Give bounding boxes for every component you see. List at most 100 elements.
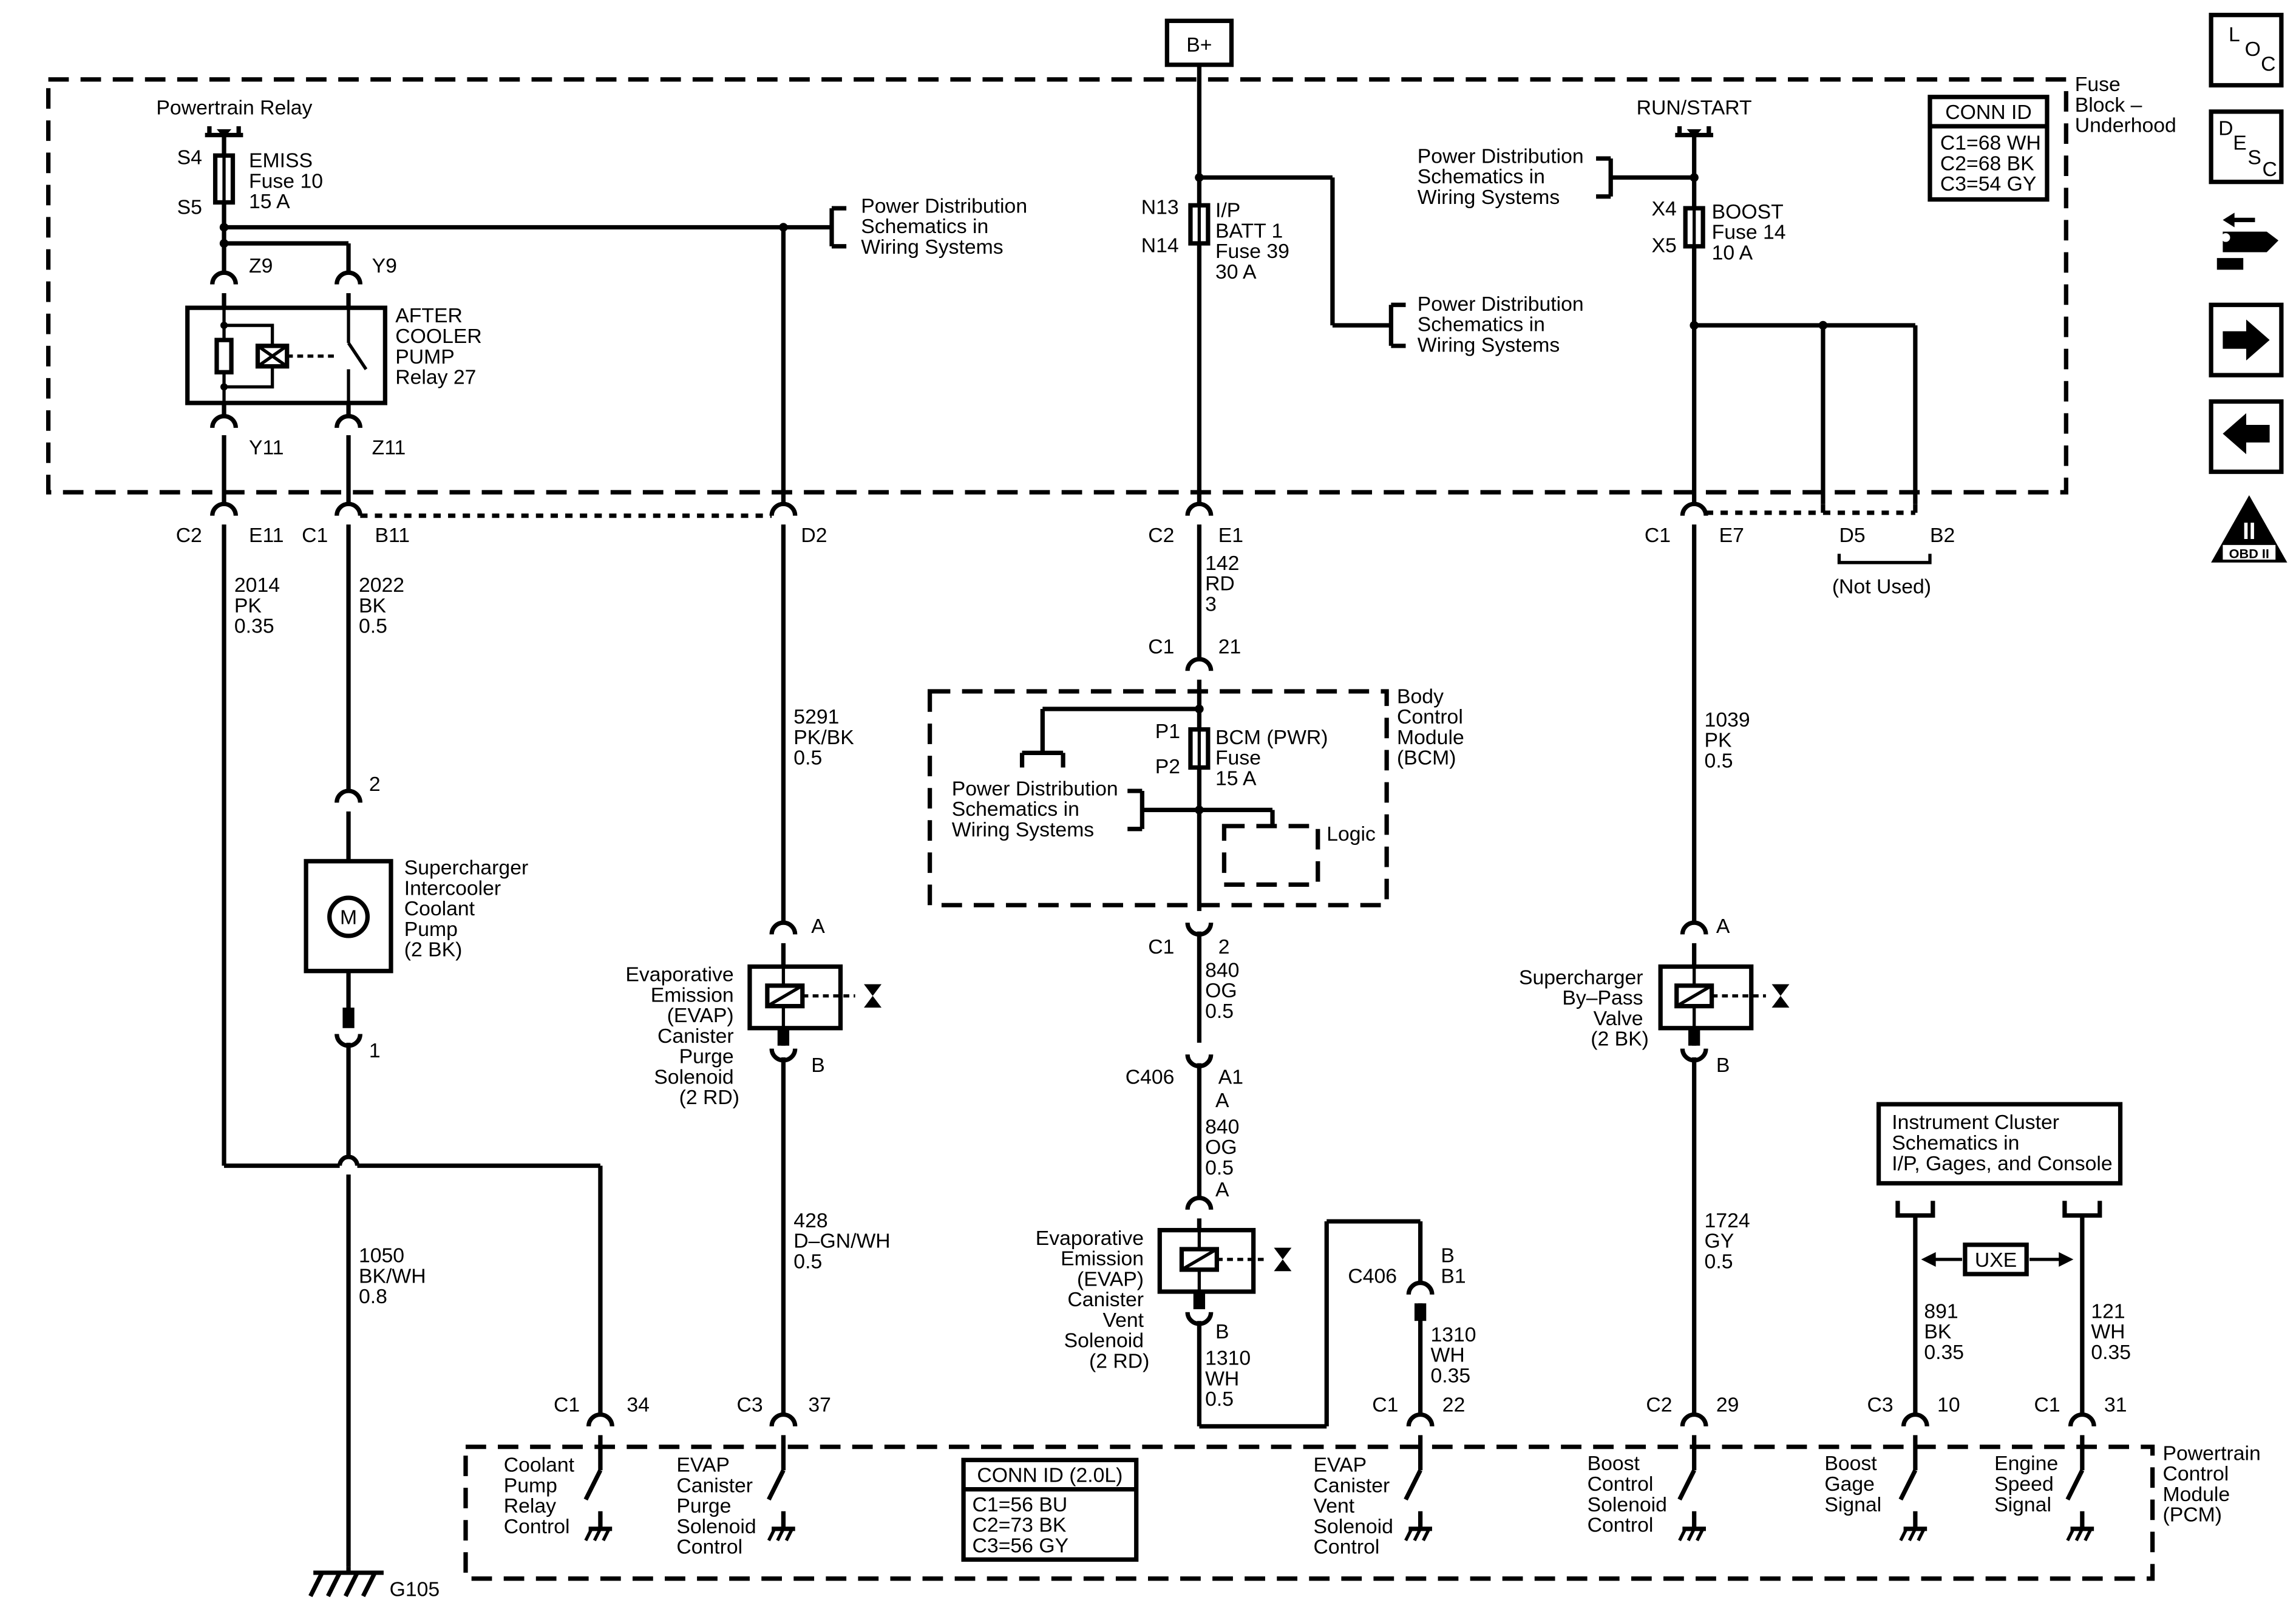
svg-text:C: C <box>2261 52 2275 75</box>
pcm-pin-purge-control <box>767 1412 798 1542</box>
conn-e1: E1 <box>1218 524 1243 547</box>
fuse-block-boundary <box>46 77 2068 495</box>
svg-text:Wiring Systems: Wiring Systems <box>1418 333 1560 356</box>
pump-pin-1: 1 <box>369 1039 381 1062</box>
svg-text:C2=68 BK: C2=68 BK <box>1940 152 2034 175</box>
svg-text:Power Distribution: Power Distribution <box>952 777 1118 800</box>
conn-c1-left: C1 <box>302 524 328 547</box>
conn-b2: B2 <box>1930 524 1955 547</box>
svg-text:Schematics in: Schematics in <box>952 798 1079 821</box>
pcm-conn-22: C1 <box>1372 1394 1398 1417</box>
fuse-block-title: Fuse Block – Underhood <box>2075 73 2176 137</box>
svg-text:Schematics in: Schematics in <box>1418 165 1545 188</box>
connector-tool-icon[interactable] <box>2211 208 2281 279</box>
pcm-label-boost: Boost Control Solenoid Control <box>1588 1452 1673 1536</box>
conn-c1-bcm-out: C1 <box>1148 935 1174 958</box>
relay-pin-y9: Y9 <box>372 254 397 277</box>
wire-1039-label: 1039 PK 0.5 <box>1705 708 1756 773</box>
pcm-pin-boost-control <box>1677 1412 1708 1542</box>
motor-icon: M <box>340 906 357 929</box>
obd-ii-icon[interactable]: OBD II II <box>2211 495 2288 563</box>
uxe-option-marker: UXE <box>1921 1242 2074 1276</box>
conn-a1: A1 <box>1218 1065 1243 1088</box>
pcm-pin-22: 22 <box>1442 1394 1466 1417</box>
bcm-fuse <box>1188 727 1211 770</box>
pcm-conn-31: C1 <box>2034 1394 2060 1417</box>
wire-5291-label: 5291 PK/BK 0.5 <box>793 705 860 770</box>
evap-vent-solenoid <box>1157 1228 1292 1294</box>
bcm-logic-label: Logic <box>1326 822 1376 846</box>
bcm-title: Body Control Module (BCM) <box>1397 685 1470 769</box>
svg-text:Power Distribution: Power Distribution <box>1418 293 1584 316</box>
pcm-label-purge: EVAP Canister Purge Solenoid Control <box>676 1454 762 1559</box>
pcm-title: Powertrain Control Module (PCM) <box>2163 1442 2267 1526</box>
wire-2014-label: 2014 PK 0.35 <box>234 574 285 638</box>
instrument-cluster-ref: Instrument Cluster Schematics in I/P, Ga… <box>1876 1102 2123 1186</box>
svg-text:E: E <box>2233 132 2247 155</box>
svg-text:L: L <box>2229 23 2240 46</box>
pcm-boundary <box>463 1445 2155 1581</box>
svg-text:CONN ID (2.0L): CONN ID (2.0L) <box>977 1464 1123 1487</box>
arrow-left-icon[interactable] <box>2209 399 2284 474</box>
pcm-pin-engine-speed <box>2065 1412 2096 1542</box>
loc-icon[interactable]: L O C <box>2209 13 2284 88</box>
wire-840b-label: 840 OG 0.5 <box>1205 1115 1245 1179</box>
svg-text:C1=56 BU: C1=56 BU <box>973 1493 1068 1516</box>
boost-fuse-pin-out: X5 <box>1651 234 1676 257</box>
svg-text:Schematics in: Schematics in <box>861 215 988 238</box>
conn-b11: B11 <box>375 524 410 547</box>
batt-fuse-pin-out: N14 <box>1141 234 1179 257</box>
pds-ref-1: Power Distribution Schematics in Wiring … <box>829 194 1027 259</box>
purge-pin-a: A <box>811 915 825 938</box>
purge-pin-b: B <box>811 1054 825 1077</box>
supercharger-bypass-valve <box>1658 964 1790 1031</box>
bypass-valve-label: Supercharger By–Pass Valve (2 BK) <box>1519 966 1649 1050</box>
batt-fuse-label: I/P BATT 1 Fuse 39 30 A <box>1215 199 1295 283</box>
after-cooler-relay-label: AFTER COOLER PUMP Relay 27 <box>395 304 487 388</box>
relay-pin-y11: Y11 <box>249 436 284 459</box>
pcm-label-coolant: Coolant Pump Relay Control <box>504 1454 580 1538</box>
svg-text:C1=68 WH: C1=68 WH <box>1940 132 2041 155</box>
wire-2022-label: 2022 BK 0.5 <box>359 574 410 638</box>
conn-c406-a: C406 <box>1126 1065 1175 1088</box>
bypass-pin-a: A <box>1716 915 1730 938</box>
pcm-pin-29: 29 <box>1716 1394 1739 1417</box>
bcm-logic-block <box>1221 824 1320 887</box>
svg-text:B+: B+ <box>1186 33 1212 56</box>
powertrain-relay-label: Powertrain Relay <box>156 97 312 120</box>
evap-purge-solenoid <box>747 964 882 1031</box>
conn-b1: B1 <box>1441 1264 1466 1287</box>
svg-text:D: D <box>2218 117 2233 140</box>
not-used-label: (Not Used) <box>1832 575 1931 598</box>
ground-g105-icon <box>308 1567 384 1598</box>
svg-text:Schematics in: Schematics in <box>1892 1131 2019 1154</box>
svg-text:Power Distribution: Power Distribution <box>1418 144 1584 168</box>
wire-1310b-label: 1310 WH 0.35 <box>1431 1323 1482 1388</box>
pcm-conn-29: C2 <box>1646 1394 1672 1417</box>
desc-icon[interactable]: D E S C <box>2209 109 2284 185</box>
arrow-right-icon[interactable] <box>2209 302 2284 378</box>
conn-d5: D5 <box>1839 524 1865 547</box>
run-start-label: RUN/START <box>1637 97 1752 120</box>
pump-label: Supercharger Intercooler Coolant Pump (2… <box>404 856 534 961</box>
svg-text:C3=56 GY: C3=56 GY <box>973 1534 1069 1557</box>
batt-fuse <box>1188 203 1211 246</box>
pcm-conn-id: CONN ID (2.0L) C1=56 BU C2=73 BK C3=56 G… <box>961 1457 1139 1562</box>
svg-text:II: II <box>2243 518 2255 544</box>
ground-label: G105 <box>390 1578 440 1601</box>
after-cooler-pump-relay <box>185 305 387 405</box>
pcm-conn-10: C3 <box>1867 1394 1894 1417</box>
relay-pin-z11: Z11 <box>372 436 406 459</box>
svg-text:Instrument Cluster: Instrument Cluster <box>1892 1111 2059 1134</box>
wire-142-label: 142 RD 3 <box>1205 552 1245 616</box>
bcm-boundary <box>927 689 1389 907</box>
pcm-conn-34: C1 <box>554 1394 580 1417</box>
fuse-block-conn-id: CONN ID C1=68 WH C2=68 BK C3=54 GY <box>1927 95 2050 202</box>
bcm-fuse-pin-out: P2 <box>1155 755 1180 778</box>
svg-text:Schematics in: Schematics in <box>1418 313 1545 336</box>
supercharger-coolant-pump: M <box>304 859 393 974</box>
pcm-pin-coolant-pump-relay <box>583 1412 614 1542</box>
emiss-fuse-label: EMISS Fuse 10 15 A <box>249 149 328 214</box>
vent-solenoid-label: Evaporative Emission (EVAP) Canister Ven… <box>1036 1227 1150 1373</box>
conn-c2-mid: C2 <box>1148 524 1174 547</box>
